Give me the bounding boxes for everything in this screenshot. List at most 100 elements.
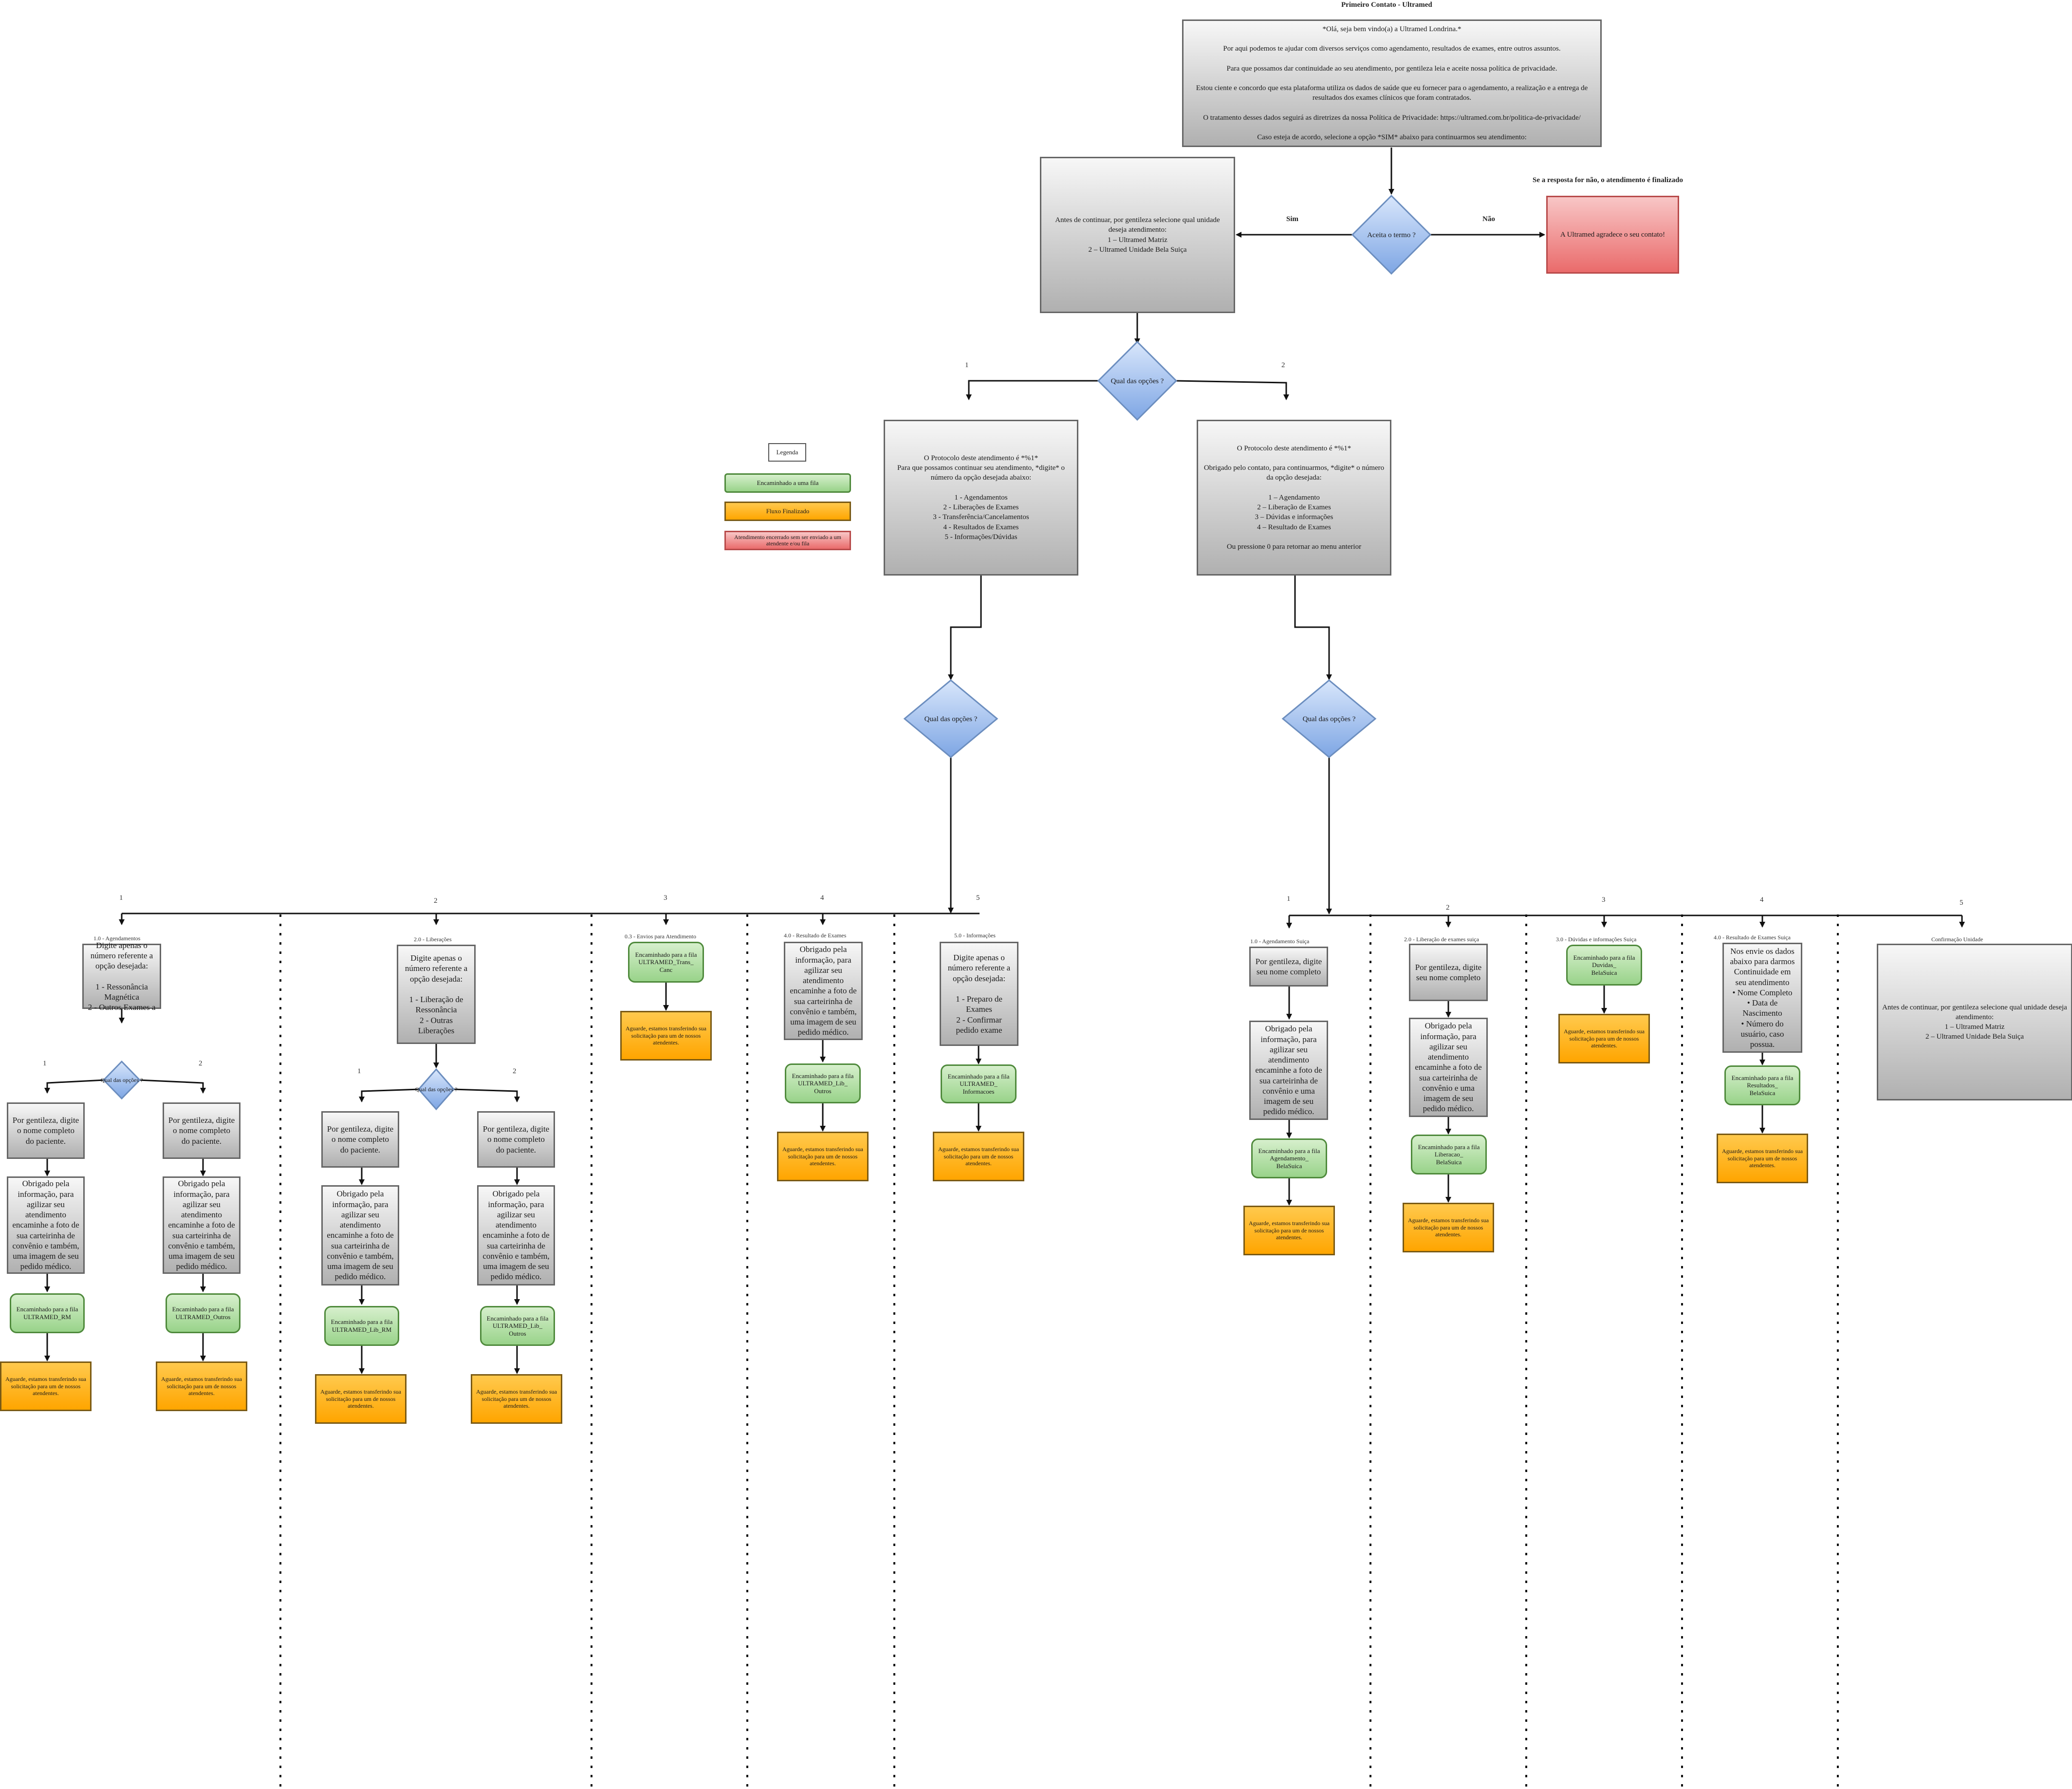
- s2-name-box: Por gentileza, digite seu nome completo: [1409, 944, 1488, 1001]
- c1r-photo-box: Obrigado pela informação, para agilizar …: [163, 1176, 240, 1274]
- c5-queue-box: Encaminhado para a fila ULTRAMED_ Inform…: [941, 1064, 1017, 1103]
- s3-queue-box: Encaminhado para a fila Duvidas_ BelaSui…: [1566, 945, 1642, 986]
- c2-decision-diamond: [418, 1068, 455, 1111]
- suica-bus-label-4: 4: [1760, 896, 1764, 904]
- welcome-message-text: *Olá, seja bem vindo(a) a Ultramed Londr…: [1196, 25, 1588, 142]
- c2-dec-left: [359, 1088, 420, 1102]
- edge-suica-decision: [1294, 576, 1332, 680]
- c2r-queue-box: Encaminhado para a fila ULTRAMED_Lib_ Ou…: [480, 1306, 555, 1346]
- c1-right-label: 2: [199, 1060, 203, 1067]
- section-envios: 0.3 - Envios para Atendimento: [625, 933, 696, 940]
- legend-closed: Atendimento encerrado sem ser enviado a …: [724, 531, 851, 550]
- section-res-suica: 4.0 - Resultado de Exames Suiça: [1714, 934, 1791, 941]
- c1-dec-left: [44, 1079, 105, 1094]
- legend-finished: Fluxo Finalizado: [724, 502, 851, 521]
- s1-wait-box: Aguarde, estamos transferindo sua solici…: [1243, 1206, 1335, 1255]
- c2-menu-box: Digite apenas o número referente a opção…: [397, 945, 476, 1044]
- bus-label-2: 2: [434, 897, 438, 905]
- c1l-photo-box: Obrigado pela informação, para agilizar …: [7, 1176, 85, 1274]
- c5-menu-box: Digite apenas o número referente a opção…: [940, 942, 1018, 1046]
- c2-dec-right: [452, 1088, 520, 1102]
- option-1-label: 1: [965, 361, 969, 369]
- accept-decision-diamond: [1351, 194, 1432, 275]
- matriz-decision-label: Qual das opções ?: [925, 715, 978, 723]
- s4-wait-box: Aguarde, estamos transferindo sua solici…: [1717, 1134, 1808, 1183]
- bus-label-3: 3: [664, 894, 667, 902]
- s3-wait-box: Aguarde, estamos transferindo sua solici…: [1558, 1014, 1650, 1063]
- c1l-name-box: Por gentileza, digite o nome completo do…: [7, 1102, 85, 1159]
- c4-wait-box: Aguarde, estamos transferindo sua solici…: [777, 1132, 869, 1181]
- matriz-decision-diamond: [903, 679, 999, 758]
- c1-left-label: 1: [43, 1060, 47, 1067]
- s4-data-box: Nos envie os dados abaixo para darmos Co…: [1722, 943, 1802, 1053]
- accept-decision-label: Aceita o termo ?: [1367, 231, 1416, 239]
- suica-menu-text: O Protocolo deste atendimento é *%1* Obr…: [1203, 444, 1385, 551]
- matriz-menu-box: O Protocolo deste atendimento é *%1* Par…: [884, 420, 1078, 576]
- section-liberacoes: 2.0 - Liberações: [414, 936, 452, 943]
- s2-queue-box: Encaminhado para a fila Liberacao_ BelaS…: [1411, 1135, 1487, 1174]
- edge-options-suica: [1175, 380, 1289, 400]
- diagram-title: Primeiro Contato - Ultramed: [1341, 1, 1432, 9]
- c1-decision-label: Qual das opções ?: [101, 1077, 143, 1083]
- options-decision-diamond: [1097, 340, 1178, 421]
- c4-photo-box: Obrigado pela informação, para agilizar …: [784, 942, 863, 1040]
- welcome-message-box: *Olá, seja bem vindo(a) a Ultramed Londr…: [1182, 19, 1602, 147]
- suica-decision-diamond: [1281, 679, 1377, 758]
- option-2-label: 2: [1281, 361, 1285, 369]
- c2-left-label: 1: [357, 1067, 361, 1075]
- section-lib-suica: 2.0 - Liberação de exames suiça: [1404, 936, 1479, 943]
- suica-menu-box: O Protocolo deste atendimento é *%1* Obr…: [1197, 420, 1391, 576]
- bus-label-4: 4: [820, 894, 824, 902]
- section-informacoes: 5.0 - Informações: [954, 932, 996, 939]
- c1r-wait-box: Aguarde, estamos transferindo sua solici…: [156, 1361, 247, 1411]
- c2l-wait-box: Aguarde, estamos transferindo sua solici…: [315, 1374, 407, 1424]
- c5-wait-box: Aguarde, estamos transferindo sua solici…: [933, 1132, 1024, 1181]
- legend-title: Legenda: [768, 443, 806, 462]
- no-label: Não: [1482, 215, 1495, 223]
- c1r-name-box: Por gentileza, digite o nome completo do…: [163, 1102, 240, 1159]
- section-agendamentos: 1.0 - Agendamentos: [93, 935, 141, 942]
- c2l-photo-box: Obrigado pela informação, para agilizar …: [321, 1185, 399, 1286]
- suica-decision-label: Qual das opções ?: [1303, 715, 1356, 723]
- no-note-label: Se a resposta for não, o atendimento é f…: [1533, 176, 1684, 184]
- goodbye-text: A Ultramed agradece o seu contato!: [1560, 230, 1665, 239]
- bus-label-5: 5: [976, 894, 980, 902]
- c1l-queue-box: Encaminhado para a fila ULTRAMED_RM: [10, 1293, 85, 1333]
- s2-wait-box: Aguarde, estamos transferindo sua solici…: [1403, 1203, 1494, 1252]
- suica-bus-label-1: 1: [1287, 895, 1291, 903]
- c1-decision-diamond: [102, 1060, 141, 1100]
- c2r-wait-box: Aguarde, estamos transferindo sua solici…: [471, 1374, 562, 1424]
- edge-matriz-decision: [948, 576, 982, 680]
- matriz-menu-text: O Protocolo deste atendimento é *%1* Par…: [897, 454, 1065, 541]
- c3-queue-box: Encaminhado para a fila ULTRAMED_Trans_ …: [628, 942, 704, 983]
- section-conf: Confirmação Unidade: [1931, 936, 1983, 943]
- options-decision-label: Qual das opções ?: [1111, 377, 1164, 385]
- suica-bus-label-3: 3: [1602, 896, 1606, 904]
- bus-label-1: 1: [119, 894, 123, 902]
- conf-unit-box: Antes de continuar, por gentileza seleci…: [1877, 944, 2072, 1100]
- suica-bus-label-5: 5: [1960, 899, 1963, 907]
- s1-name-box: Por gentileza, digite seu nome completo: [1249, 947, 1328, 987]
- c1l-wait-box: Aguarde, estamos transferindo sua solici…: [0, 1361, 92, 1411]
- goodbye-box: A Ultramed agradece o seu contato!: [1546, 196, 1679, 274]
- s2-photo-box: Obrigado pela informação, para agilizar …: [1409, 1018, 1488, 1117]
- c2-decision-label: Qual das opções ?: [415, 1086, 458, 1093]
- c1r-queue-box: Encaminhado para a fila ULTRAMED_Outros: [166, 1293, 240, 1333]
- unit-select-text: Antes de continuar, por gentileza seleci…: [1055, 216, 1220, 254]
- section-resultado: 4.0 - Resultado de Exames: [784, 932, 847, 939]
- edge-options-matriz: [966, 380, 1099, 400]
- section-duv-suica: 3.0 - Dúvidas e informações Suiça: [1556, 936, 1637, 943]
- s4-queue-box: Encaminhado para a fila Resultados_ Bela…: [1724, 1065, 1800, 1105]
- c2l-queue-box: Encaminhado para a fila ULTRAMED_Lib_RM: [324, 1306, 399, 1346]
- c2l-name-box: Por gentileza, digite o nome completo do…: [321, 1111, 399, 1168]
- c4-queue-box: Encaminhado para a fila ULTRAMED_Lib_ Ou…: [785, 1063, 861, 1103]
- unit-select-box: Antes de continuar, por gentileza seleci…: [1040, 157, 1235, 313]
- c1-dec-right: [138, 1079, 206, 1094]
- suica-bus-label-2: 2: [1446, 904, 1450, 912]
- c2r-photo-box: Obrigado pela informação, para agilizar …: [477, 1185, 555, 1286]
- s1-queue-box: Encaminhado para a fila Agendamento_ Bel…: [1251, 1138, 1327, 1178]
- c1-menu-box: Digite apenas o número referente a opção…: [82, 941, 161, 1012]
- section-ag-suica: 1.0 - Agendamento Suiça: [1250, 938, 1310, 945]
